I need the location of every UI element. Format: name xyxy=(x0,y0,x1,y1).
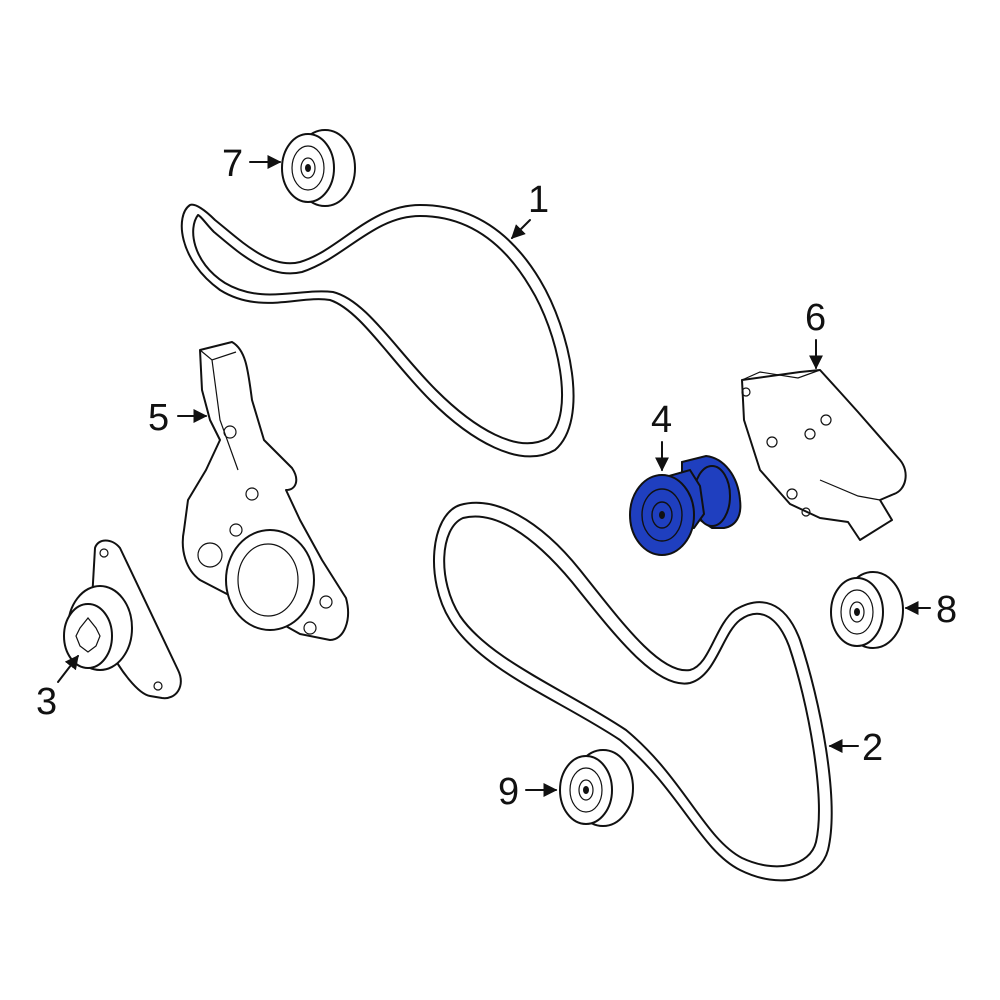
callout-2: 2 xyxy=(862,727,883,769)
pulley-bracket-3[interactable] xyxy=(63,539,182,700)
callout-9: 9 xyxy=(498,771,519,813)
mounting-bracket-5[interactable] xyxy=(181,341,349,641)
belt-tensioner-4[interactable] xyxy=(629,454,742,556)
callout-6: 6 xyxy=(805,297,826,339)
callout-arrows xyxy=(57,155,931,797)
idler-pulley-8[interactable] xyxy=(830,571,904,649)
idler-pulley-9[interactable] xyxy=(559,749,634,827)
callout-4: 4 xyxy=(651,399,672,441)
idler-pulley-7[interactable] xyxy=(281,129,356,207)
callout-7: 7 xyxy=(222,143,243,185)
callout-5: 5 xyxy=(148,397,169,439)
callout-labels: 1 2 3 4 5 6 7 8 9 xyxy=(36,143,957,813)
callout-3: 3 xyxy=(36,681,57,723)
arrow-1 xyxy=(511,219,531,239)
callout-1: 1 xyxy=(528,179,549,221)
belt-upper[interactable] xyxy=(180,203,575,458)
belt-lower[interactable] xyxy=(433,501,833,882)
arrow-3 xyxy=(57,654,79,683)
tensioner-bracket-6[interactable] xyxy=(741,369,907,541)
callout-8: 8 xyxy=(936,589,957,631)
